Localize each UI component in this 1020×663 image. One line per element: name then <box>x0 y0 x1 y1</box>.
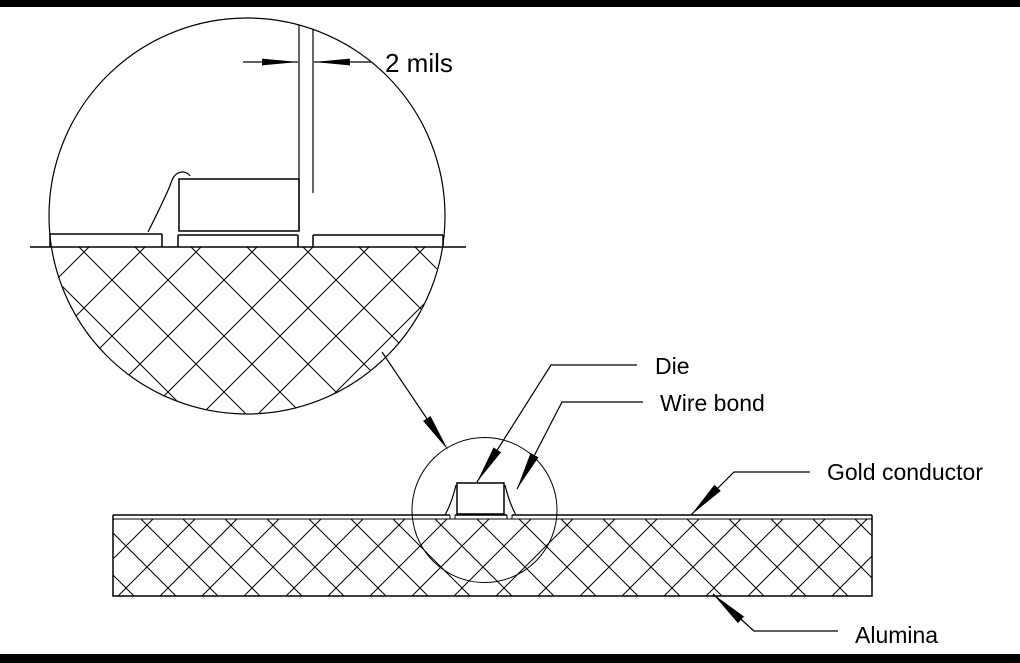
leader-wire-bond-line <box>516 401 643 490</box>
main-alumina-hatch <box>113 519 872 596</box>
wire-bond-label: Wire bond <box>660 390 765 416</box>
leader-gold-conductor-arrow-icon <box>691 484 721 515</box>
leader-wire-bond-arrow-icon <box>517 453 539 489</box>
detail-view <box>30 17 466 415</box>
dimension-arrow-left-icon <box>262 58 298 66</box>
main-wire-bond-right <box>504 484 517 516</box>
main-substrate-outline <box>112 515 873 597</box>
detail-die <box>178 178 300 232</box>
main-die <box>456 482 505 515</box>
annotations: Die Wire bond Gold conductor Alumina <box>476 353 983 648</box>
main-wire-bond-left <box>444 484 457 516</box>
main-gold-gap-ticks <box>449 515 513 519</box>
leader-die-arrow-icon <box>477 447 502 482</box>
detail-vertical-wire <box>298 25 314 231</box>
detail-wire-bond-curve <box>147 171 191 233</box>
die-label: Die <box>655 353 690 379</box>
highlight-circle <box>411 437 558 583</box>
dimension-arrow-right-icon <box>314 58 350 66</box>
dimension-label: 2 mils <box>385 48 453 78</box>
frame-bottom-bar <box>0 654 1020 663</box>
detail-gold-pad-left <box>49 233 163 247</box>
zoom-pointer <box>381 351 448 450</box>
leader-die-line <box>476 364 637 483</box>
leader-alumina-arrow-icon <box>713 594 744 624</box>
detail-alumina-hatch <box>51 247 443 415</box>
main-view <box>112 437 873 597</box>
detail-gold-pad-right <box>312 234 444 247</box>
frame-top-bar <box>0 0 1020 7</box>
detail-circle <box>48 17 446 415</box>
detail-gold-pad-center <box>177 234 299 247</box>
zoom-pointer-arrow-icon <box>423 416 448 450</box>
gold-conductor-label: Gold conductor <box>827 459 983 485</box>
alumina-label: Alumina <box>855 622 938 648</box>
